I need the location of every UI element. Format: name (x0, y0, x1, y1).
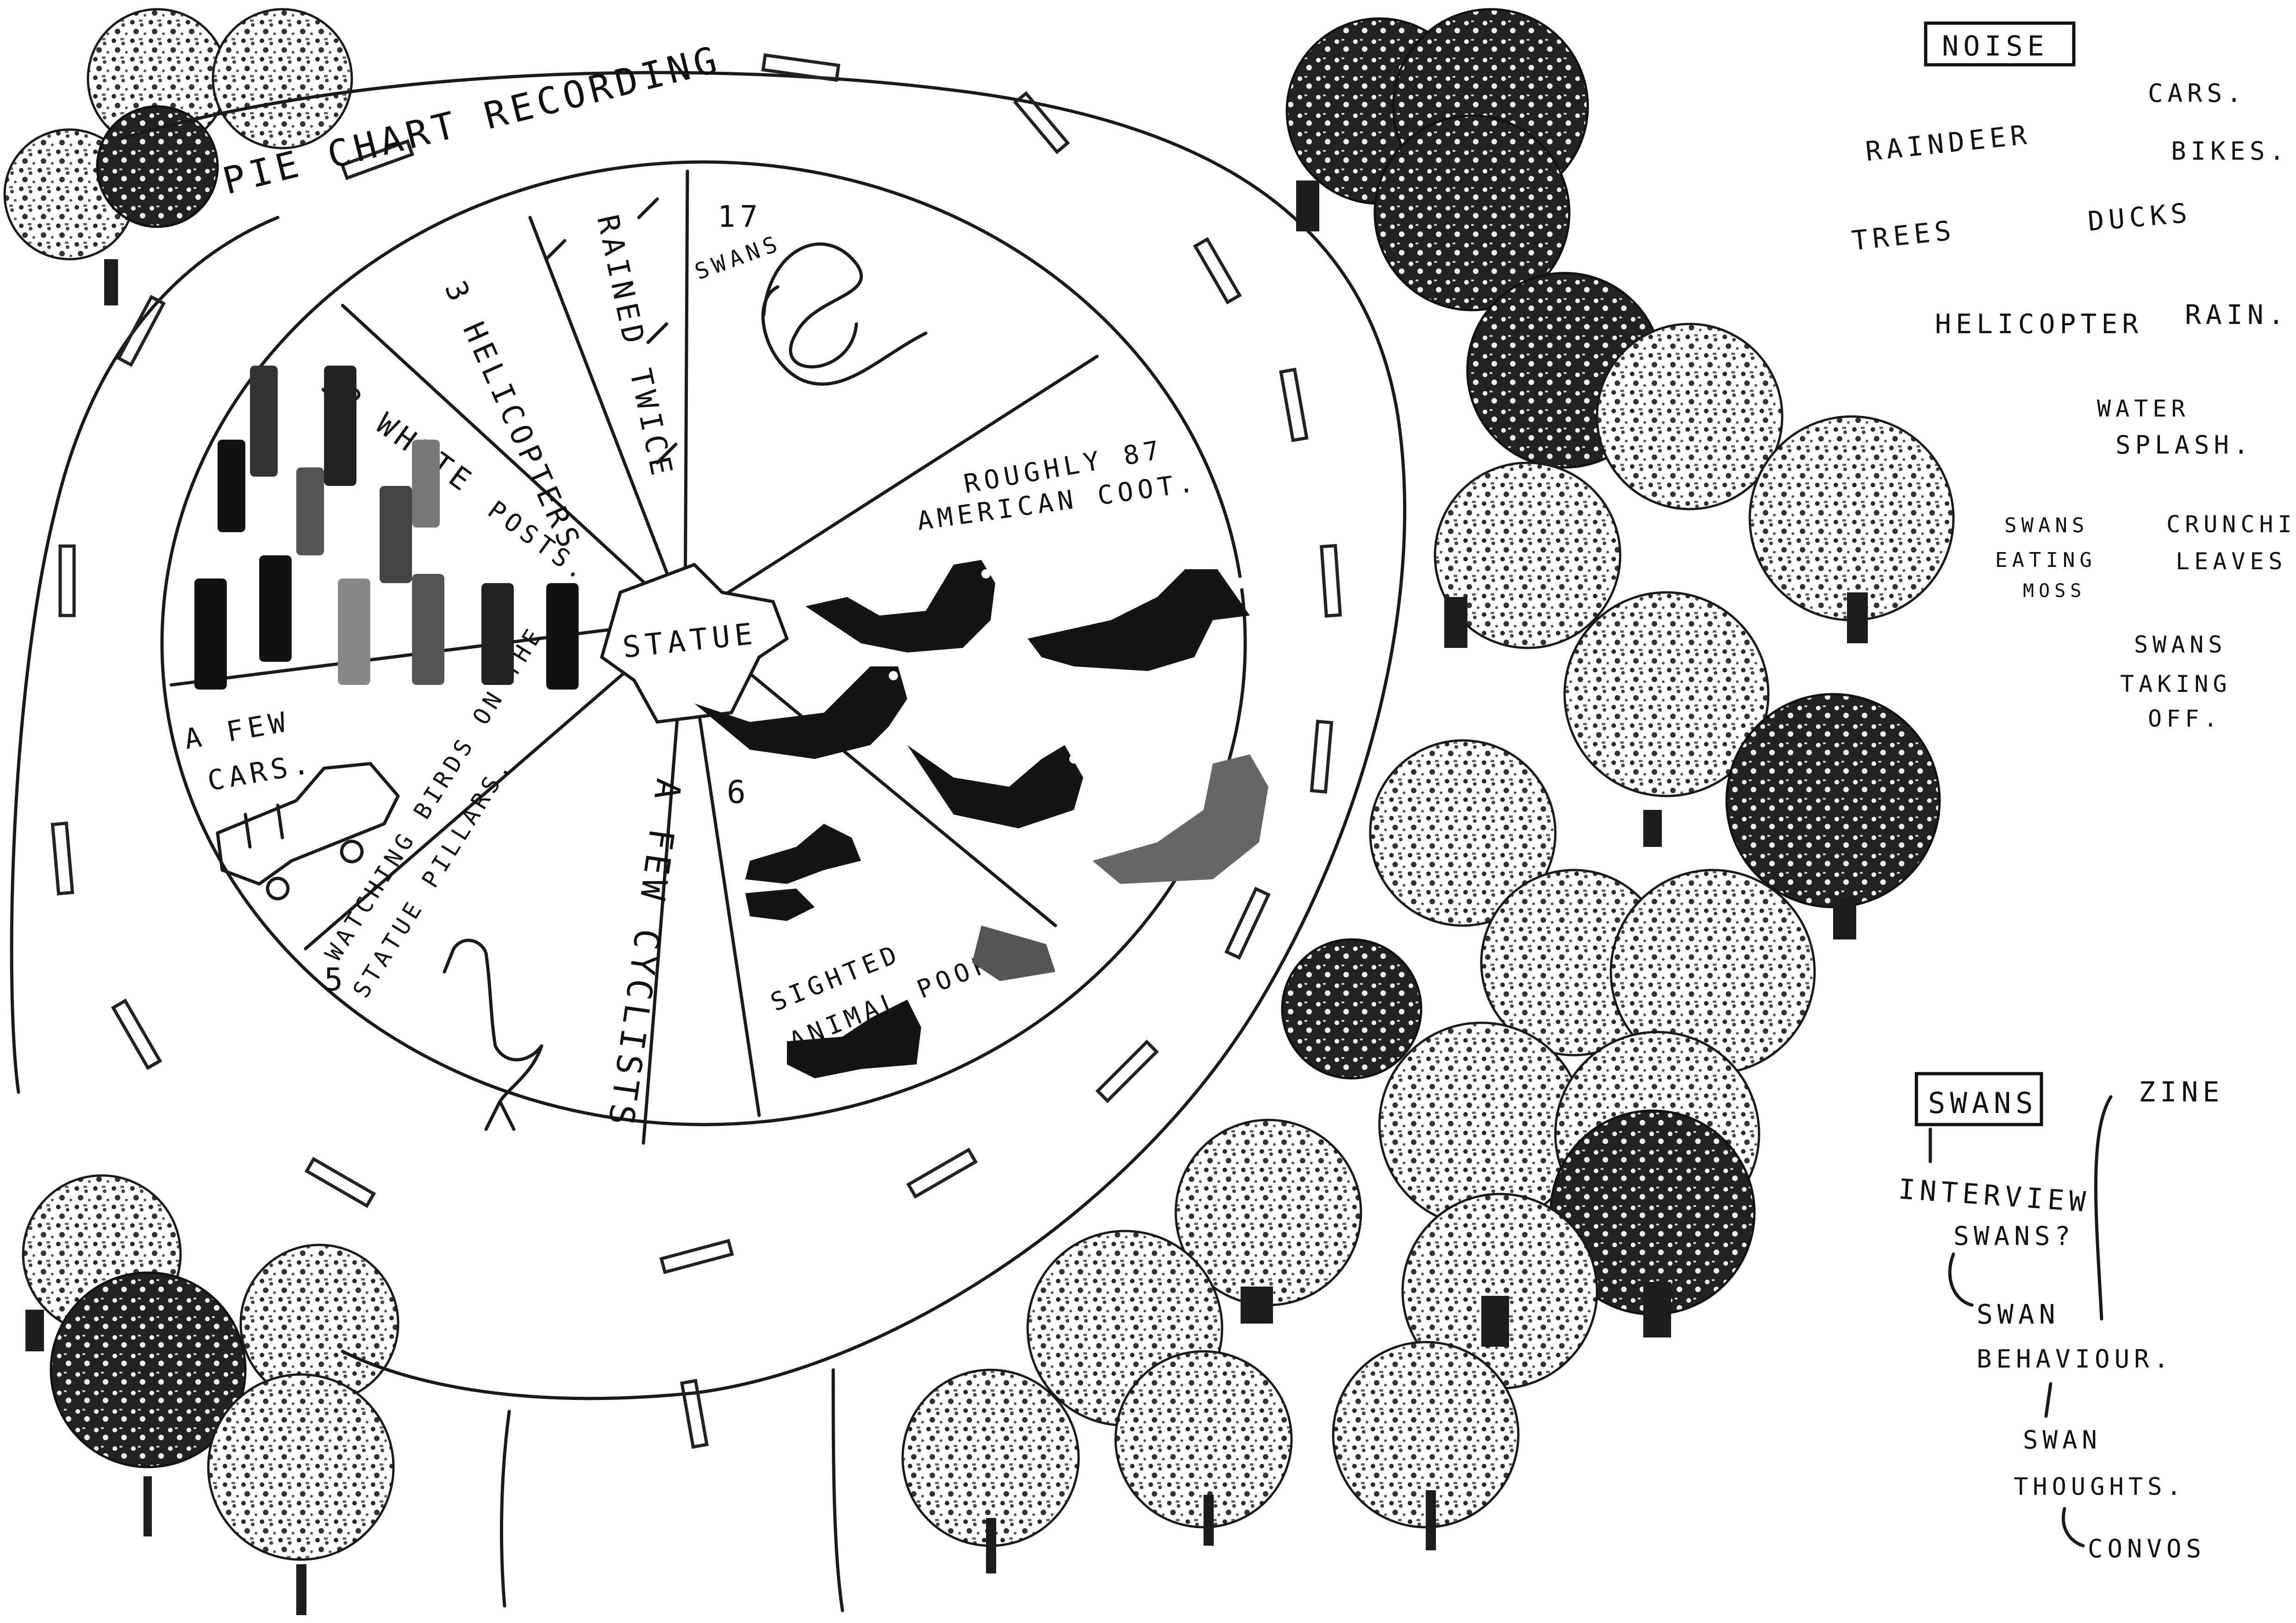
cars-label-line2: CARS. (205, 747, 316, 797)
swans-map-thoughts-2: THOUGHTS. (2014, 1473, 2186, 1501)
lane-dashes (50, 53, 1342, 1449)
tree-cluster-top-left (3, 8, 353, 305)
segment-rained: RAINED TWICE (544, 197, 680, 483)
segment-american-coot: ROUGHLY 87 AMERICAN COOT. (694, 435, 1268, 884)
swans-map-convos: CONVOS (2088, 1534, 2206, 1563)
tree-cluster-right (901, 8, 1955, 1573)
noise-item-leaves: LEAVES (2176, 548, 2287, 575)
noise-item-helicopter: HELICOPTER (1935, 308, 2143, 340)
swans-heading-box (1915, 1072, 2043, 1126)
noise-item-water: WATER (2097, 395, 2190, 422)
noise-item-swans-taking-3: OFF. (2148, 705, 2222, 732)
post-prints (194, 366, 579, 690)
segment-swans: 17 SWANS (692, 200, 928, 386)
noise-item-ducks: DUCKS (2086, 197, 2193, 237)
poops-count-label: 6 (727, 774, 750, 811)
swans-word-label: SWANS (692, 230, 785, 285)
cyclists-label: A FEW CYCLISTS (600, 776, 688, 1132)
swans-map-behaviour-2: BEHAVIOUR. (1977, 1344, 2173, 1374)
cars-label-line1: A FEW (182, 705, 293, 756)
noise-item-trees: TREES (1850, 214, 1957, 256)
swans-map-interview-2: SWANS? (1953, 1221, 2075, 1251)
birds-count-label: 5 (324, 962, 348, 998)
rained-label: RAINED TWICE (590, 212, 679, 483)
segment-cars: A FEW CARS. (182, 705, 400, 901)
noise-item-crunching: CRUNCHING (2166, 511, 2296, 538)
segment-cyclists: A FEW CYCLISTS (600, 776, 688, 1132)
noise-item-swans-taking-2: TAKING (2120, 671, 2232, 697)
swans-map-behaviour-1: SWAN (1977, 1299, 2060, 1330)
pie-divider-lines (169, 169, 1099, 1145)
rain-strokes (544, 197, 678, 465)
roundabout-road (10, 53, 1406, 1612)
noise-item-swans-eating-3: MOSS (2023, 580, 2086, 602)
noise-item-cars: CARS. (2148, 79, 2246, 108)
swans-map-zine: ZINE (2139, 1076, 2224, 1108)
bird-drawing (443, 939, 543, 1131)
noise-item-rain: RAIN. (2185, 299, 2289, 330)
coot-prints (694, 560, 1268, 884)
noise-item-raindeer: RAINDEER (1864, 118, 2033, 167)
swans-count-label: 17 (718, 200, 762, 234)
noise-item-swans-eating-2: EATING (1995, 548, 2096, 572)
noise-item-splash: SPLASH. (2115, 430, 2253, 460)
pie-chart: STATUE 17 SWANS ROUGHLY 87 AMERICAN COOT… (160, 160, 1268, 1145)
segment-watching-birds: 5 WATCHING BIRDS ON THE STATUE PILLARS. (320, 621, 549, 1131)
poop-prints (745, 824, 1055, 1078)
mind-map-connectors (1928, 1095, 2113, 1548)
statue: STATUE (599, 562, 789, 724)
noise-heading: NOISE (1942, 30, 2049, 62)
noise-list: NOISE CARS. RAINDEER BIKES. TREES DUCKS … (1850, 21, 2296, 732)
swans-map-thoughts-1: SWAN (2023, 1425, 2102, 1455)
car-drawing (216, 762, 400, 886)
noise-heading-box (1924, 21, 2076, 67)
noise-item-swans-eating-1: SWANS (2004, 514, 2089, 537)
swan-drawing (761, 243, 928, 386)
noise-item-bikes: BIKES. (2171, 137, 2289, 166)
swans-mind-map: SWANS ZINE INTERVIEW SWANS? SWAN BEHAVIO… (1897, 1072, 2224, 1563)
swans-map-interview-1: INTERVIEW (1897, 1173, 2091, 1219)
swans-map-heading: SWANS (1928, 1086, 2038, 1120)
tree-cluster-bottom-left (22, 1174, 399, 1615)
noise-item-swans-taking-1: SWANS (2134, 631, 2227, 658)
